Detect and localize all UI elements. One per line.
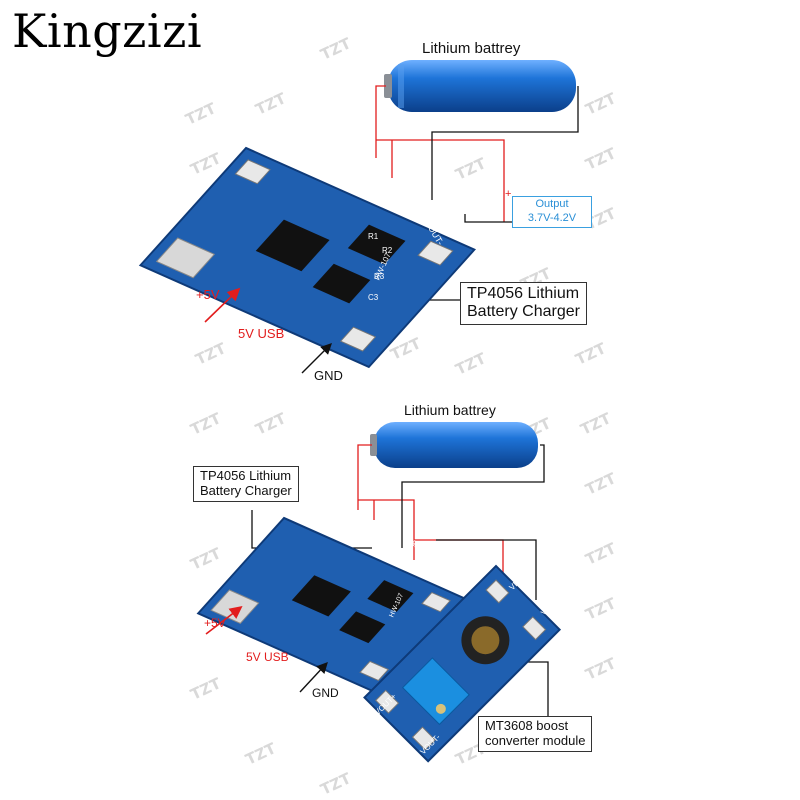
boost-label-line1: MT3608 boost [485, 718, 569, 733]
charger-label-box-1: TP4056 Lithium Battery Charger [460, 282, 587, 325]
charger-label-line2: Battery Charger [200, 482, 292, 498]
usb-label-2: 5V USB [246, 650, 289, 664]
boost-label-line2: converter module [485, 732, 586, 748]
board1-mark-r1: R1 [368, 232, 379, 241]
gnd-label-2: GND [312, 686, 339, 700]
gnd-label-1: GND [314, 368, 343, 383]
mt3608-board [363, 564, 562, 763]
charger-label-line1: TP4056 Lithium [467, 285, 580, 302]
battery-label-2: Lithium battrey [404, 402, 496, 418]
charger-label-line2: Battery Charger [467, 303, 580, 321]
board1-mark-r3: R3 [374, 272, 385, 281]
charger-label-box-2: TP4056 Lithium Battery Charger [193, 466, 299, 502]
gnd-arrow-2 [299, 661, 328, 693]
output-box: Output 3.7V-4.2V [512, 196, 592, 228]
usb-label-1: 5V USB [238, 326, 285, 341]
output-title: Output [535, 198, 569, 210]
usb-5v-arrow-1 [204, 287, 241, 323]
plus5v-label-1: +5V [196, 287, 220, 302]
gnd-arrow-1 [301, 343, 332, 374]
tp4056-board-2 [196, 516, 469, 696]
plus5v-label-2: +5V [204, 616, 226, 630]
board1-mark-r2: R2 [382, 246, 393, 255]
output-minus-sign: - [505, 216, 509, 228]
brand-logo-text: Kingzizi [12, 4, 203, 58]
board1-mark-c3: C3 [368, 293, 379, 302]
battery-1 [384, 60, 576, 112]
boost-label-box: MT3608 boost converter module [478, 716, 593, 752]
battery-label-1: Lithium battrey [422, 40, 521, 57]
battery-2 [370, 422, 538, 468]
output-voltage: 3.7V-4.2V [527, 212, 577, 224]
charger-label-line1: TP4056 Lithium [200, 468, 292, 483]
usb-5v-arrow-2 [205, 606, 243, 635]
output-plus-sign: + [505, 188, 512, 200]
tp4056-board-1 [138, 146, 477, 369]
